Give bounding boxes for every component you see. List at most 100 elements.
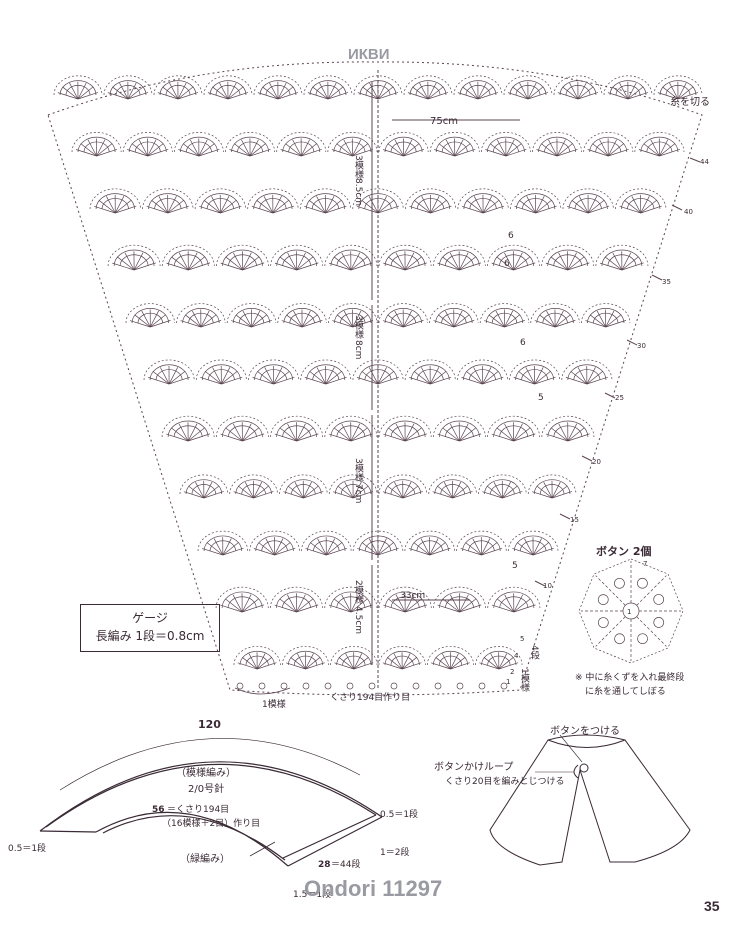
fan-stitch: [567, 256, 585, 271]
fan-stitch: [296, 604, 319, 613]
fan-stitch: [251, 320, 272, 328]
fan-stitch: [545, 433, 568, 442]
fan-arc: [229, 474, 278, 495]
fan-arc: [403, 75, 453, 96]
fan-arc: [209, 80, 247, 96]
fan-arc: [276, 132, 327, 153]
fan-stitch: [479, 662, 499, 670]
fan-stitch: [336, 143, 353, 157]
fan-stitch: [588, 205, 610, 214]
fan-stitch: [253, 481, 263, 499]
fan-arc: [410, 535, 449, 552]
schematic-outer-arc: [39, 761, 383, 832]
fan-stitch: [482, 370, 499, 385]
fan-stitch: [257, 371, 274, 385]
fan-stitch: [498, 662, 519, 670]
fan-stitch: [309, 371, 326, 385]
fan-arc: [285, 479, 322, 495]
fan-stitch: [316, 196, 326, 214]
fan-stitch: [677, 86, 694, 100]
fan-stitch: [178, 252, 189, 271]
fan-arc: [221, 420, 263, 438]
fan-stitch: [352, 139, 362, 157]
side-number: 5: [538, 393, 544, 403]
row-number: 10: [543, 582, 552, 590]
fan-stitch: [212, 367, 222, 385]
fan-stitch: [368, 538, 379, 556]
chart-width-bottom-label: 33cm: [400, 591, 425, 601]
fan-stitch: [600, 262, 623, 271]
fan-stitch: [180, 320, 202, 328]
row-number: 40: [684, 208, 693, 216]
fan-stitch: [287, 423, 297, 442]
button-pointer: [559, 734, 583, 763]
fan-arc: [306, 364, 346, 381]
picot: [302, 682, 310, 690]
fan-arc: [516, 193, 556, 210]
schematic-inner-arc: [95, 811, 289, 867]
fan-stitch: [401, 656, 418, 670]
fan-stitch: [619, 82, 629, 100]
schematic-right-edge: [287, 816, 383, 867]
fan-stitch: [566, 205, 589, 214]
fan-stitch: [188, 485, 205, 499]
fan-stitch: [453, 310, 463, 328]
fan-stitch: [459, 598, 477, 613]
fan-stitch: [305, 653, 314, 670]
fan-stitch: [382, 491, 403, 499]
fan-arc: [484, 479, 521, 495]
fan-stitch: [188, 262, 211, 271]
fan-stitch: [558, 423, 569, 442]
fan-arc: [547, 420, 589, 438]
fan-stitch: [148, 377, 170, 385]
fan-stitch: [337, 485, 354, 499]
fan-stitch: [200, 310, 210, 328]
fan-stitch: [107, 92, 129, 100]
fan-arc: [59, 80, 97, 96]
fan-stitch: [221, 367, 231, 385]
fan-arc: [553, 75, 603, 96]
fan-arc: [309, 80, 347, 96]
fan-stitch: [659, 139, 669, 157]
fan-stitch: [421, 196, 431, 214]
fan-arc: [200, 193, 240, 210]
fan-stitch: [285, 662, 306, 670]
fan-stitch: [383, 604, 406, 613]
fan-arc: [538, 136, 576, 153]
fan-stitch: [328, 604, 351, 613]
fan-stitch: [481, 538, 491, 556]
fan-arc: [131, 308, 169, 324]
fan-stitch: [280, 149, 302, 157]
fan-stitch: [241, 139, 251, 157]
fan-stitch: [512, 86, 529, 100]
fan-stitch: [624, 200, 641, 214]
fan-arc: [485, 308, 524, 324]
fan-stitch: [150, 314, 166, 328]
fan-arc: [259, 80, 297, 96]
fan-stitch: [454, 143, 471, 157]
fan-stitch: [631, 196, 642, 214]
fan-arc: [185, 479, 223, 495]
fan-stitch: [150, 320, 171, 328]
fan-arc: [426, 646, 475, 666]
fan-stitch: [115, 199, 132, 214]
fan-stitch: [242, 262, 265, 271]
fan-stitch: [77, 82, 87, 100]
fan-stitch: [294, 482, 304, 499]
fan-arc: [536, 308, 574, 324]
fan-stitch: [577, 367, 588, 385]
fan-stitch: [527, 92, 549, 100]
fan-stitch: [283, 491, 304, 499]
cape-collar: [547, 739, 626, 748]
row-number: 20: [592, 458, 601, 466]
fan-stitch: [454, 139, 464, 157]
fan-stitch: [96, 143, 113, 157]
fan-stitch: [491, 604, 514, 613]
fan-arc: [254, 364, 293, 381]
fan-arc: [330, 591, 372, 609]
fan-arc: [149, 364, 189, 381]
row-number: 15: [570, 516, 579, 524]
fan-stitch: [350, 427, 368, 442]
fan-stitch: [403, 143, 420, 157]
fan-arc: [378, 303, 428, 324]
